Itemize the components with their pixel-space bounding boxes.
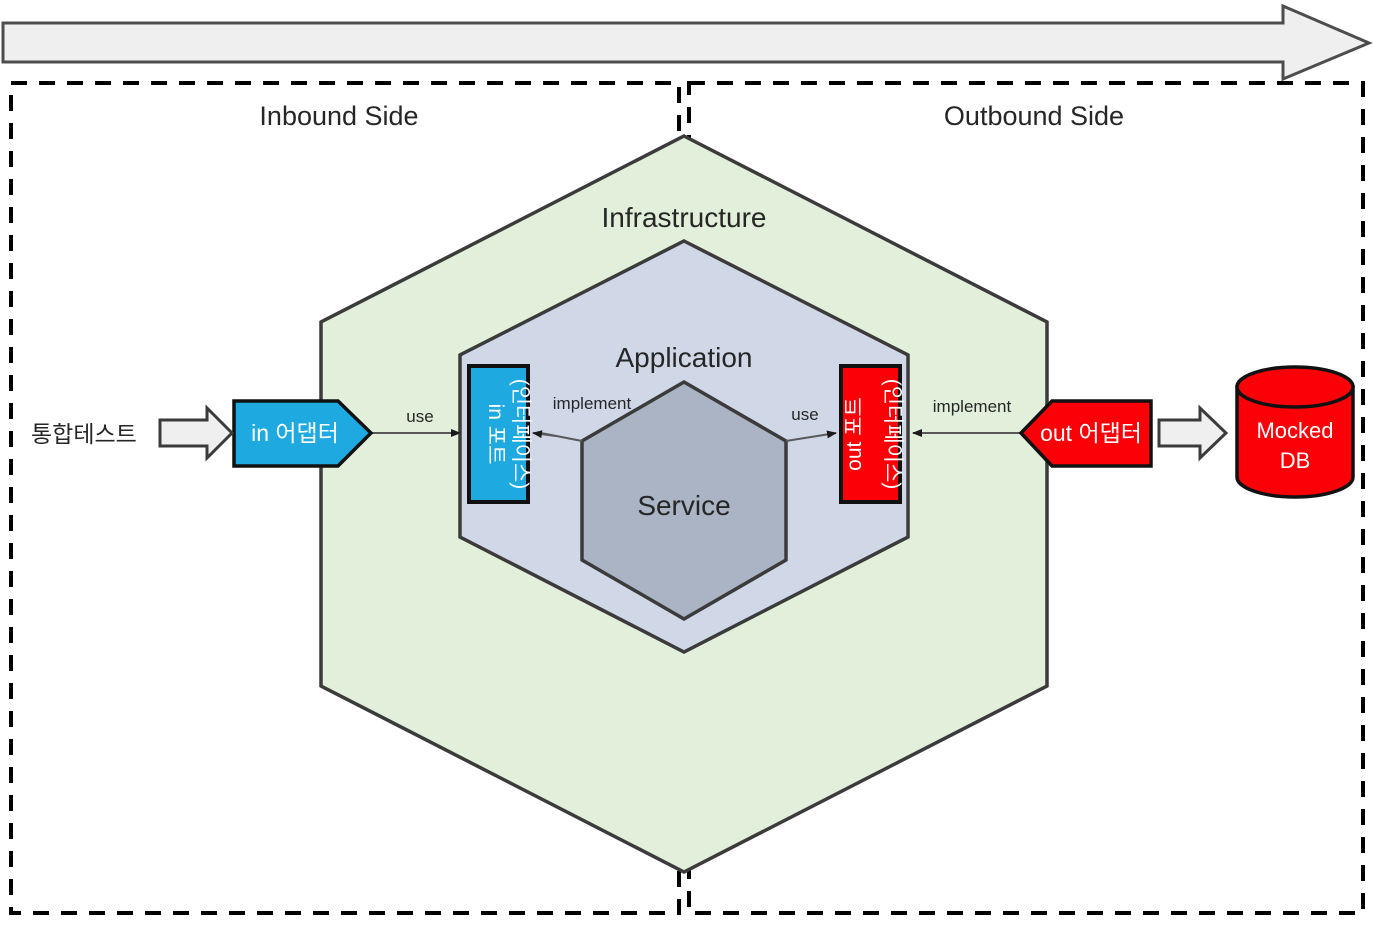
node-mocked-db-label-line2: DB xyxy=(1280,448,1311,473)
edge-label-implement-right: implement xyxy=(933,397,1012,416)
node-out-adapter[interactable]: out 어댑터 xyxy=(1018,399,1153,468)
edge-service-uses-out-port xyxy=(785,430,837,442)
edge-label-use-left: use xyxy=(406,407,433,426)
integration-test-label: 통합테스트 xyxy=(31,421,137,447)
edge-label-use-right: use xyxy=(791,405,818,424)
hexagon-infrastructure-label: Infrastructure xyxy=(602,202,767,233)
outbound-side-label: Outbound Side xyxy=(944,101,1124,131)
node-out-port-label-sub: (인터페이스) xyxy=(881,379,904,490)
inbound-side-label: Inbound Side xyxy=(259,101,418,131)
node-mocked-db[interactable]: Mocked DB xyxy=(1235,365,1355,499)
node-in-adapter[interactable]: in 어댑터 xyxy=(232,399,374,468)
block-arrow-test-to-in-adapter xyxy=(158,404,235,462)
node-in-port[interactable]: in 포트 (인터페이스) xyxy=(467,364,532,504)
node-mocked-db-label-line1: Mocked xyxy=(1256,418,1333,443)
node-in-port-label-main: in 포트 xyxy=(484,404,507,465)
top-flow-arrow xyxy=(1,3,1373,82)
outbound-region xyxy=(687,81,1365,915)
node-in-port-label-sub: (인터페이스) xyxy=(509,379,532,490)
inbound-region xyxy=(9,81,681,915)
block-arrow-out-adapter-to-db xyxy=(1157,404,1229,462)
edge-service-implements-in-port xyxy=(532,430,583,442)
node-out-adapter-label: out 어댑터 xyxy=(1040,420,1142,446)
node-out-port[interactable]: out 포트 (인터페이스) xyxy=(839,364,904,504)
hexagon-service-label: Service xyxy=(637,490,730,521)
hexagon-application-label: Application xyxy=(616,342,753,373)
node-out-port-label-main: out 포트 xyxy=(843,397,866,471)
edge-label-implement-left: implement xyxy=(553,394,632,413)
node-in-adapter-label: in 어댑터 xyxy=(251,420,339,446)
